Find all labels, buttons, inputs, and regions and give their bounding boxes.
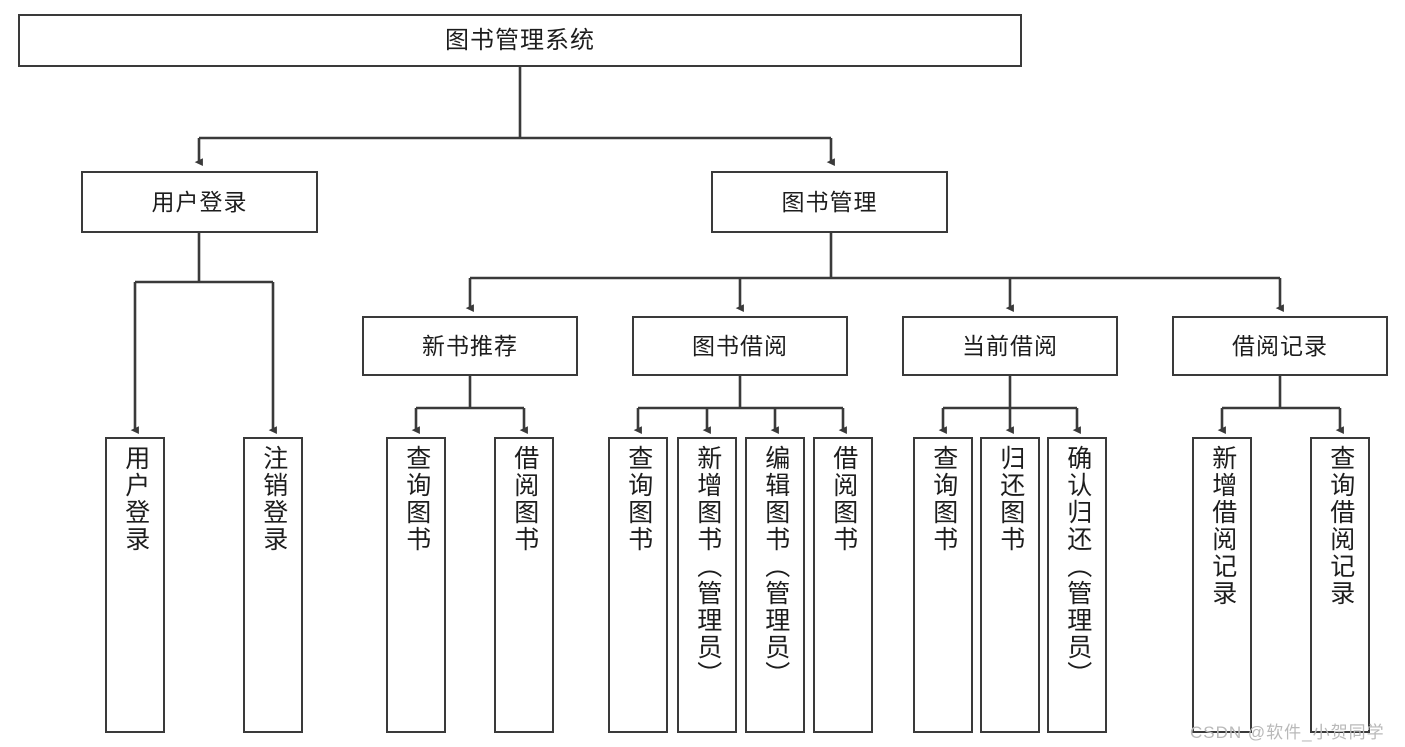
- leaf-logout[interactable]: 注销登录: [243, 437, 303, 733]
- node-label: 图书借阅: [692, 332, 788, 359]
- node-root-book-management-system[interactable]: 图书管理系统: [18, 14, 1022, 67]
- node-label: 确认归还（管理员）: [1063, 445, 1092, 688]
- leaf-user-login[interactable]: 用户登录: [105, 437, 165, 733]
- leaf-edit-book-admin[interactable]: 编辑图书（管理员）: [745, 437, 805, 733]
- node-book-management[interactable]: 图书管理: [711, 171, 948, 233]
- node-label: 新增借阅记录: [1208, 445, 1237, 607]
- node-label: 借阅图书: [829, 445, 858, 553]
- node-user-login[interactable]: 用户登录: [81, 171, 318, 233]
- node-new-book-recommendation[interactable]: 新书推荐: [362, 316, 578, 376]
- csdn-watermark: CSDN @软件_小贺同学: [1190, 723, 1385, 742]
- leaf-add-book-admin[interactable]: 新增图书（管理员）: [677, 437, 737, 733]
- node-label: 查询图书: [402, 445, 431, 553]
- node-label: 编辑图书（管理员）: [761, 445, 790, 688]
- leaf-query-book-borrowing[interactable]: 查询图书: [608, 437, 668, 733]
- node-label: 用户登录: [121, 445, 150, 553]
- leaf-query-book-current[interactable]: 查询图书: [913, 437, 973, 733]
- node-label: 注销登录: [259, 445, 288, 553]
- leaf-confirm-return-admin[interactable]: 确认归还（管理员）: [1047, 437, 1107, 733]
- node-label: 图书管理系统: [445, 26, 595, 54]
- node-current-borrowing[interactable]: 当前借阅: [902, 316, 1118, 376]
- node-label: 图书管理: [781, 188, 878, 215]
- node-label: 当前借阅: [962, 332, 1058, 359]
- node-label: 新书推荐: [422, 332, 518, 359]
- leaf-borrow-book-recommendation[interactable]: 借阅图书: [494, 437, 554, 733]
- node-borrowing-record[interactable]: 借阅记录: [1172, 316, 1388, 376]
- node-label: 归还图书: [996, 445, 1025, 553]
- node-label: 借阅记录: [1232, 332, 1328, 359]
- node-label: 查询图书: [929, 445, 958, 553]
- node-label: 查询借阅记录: [1326, 445, 1355, 607]
- leaf-borrow-book-borrowing[interactable]: 借阅图书: [813, 437, 873, 733]
- node-label: 新增图书（管理员）: [693, 445, 722, 688]
- leaf-query-book-recommendation[interactable]: 查询图书: [386, 437, 446, 733]
- node-label: 用户登录: [151, 188, 248, 215]
- node-book-borrowing[interactable]: 图书借阅: [632, 316, 848, 376]
- node-label: 查询图书: [624, 445, 653, 553]
- leaf-return-book[interactable]: 归还图书: [980, 437, 1040, 733]
- leaf-add-borrow-record[interactable]: 新增借阅记录: [1192, 437, 1252, 733]
- leaf-query-borrow-record[interactable]: 查询借阅记录: [1310, 437, 1370, 733]
- node-label: 借阅图书: [510, 445, 539, 553]
